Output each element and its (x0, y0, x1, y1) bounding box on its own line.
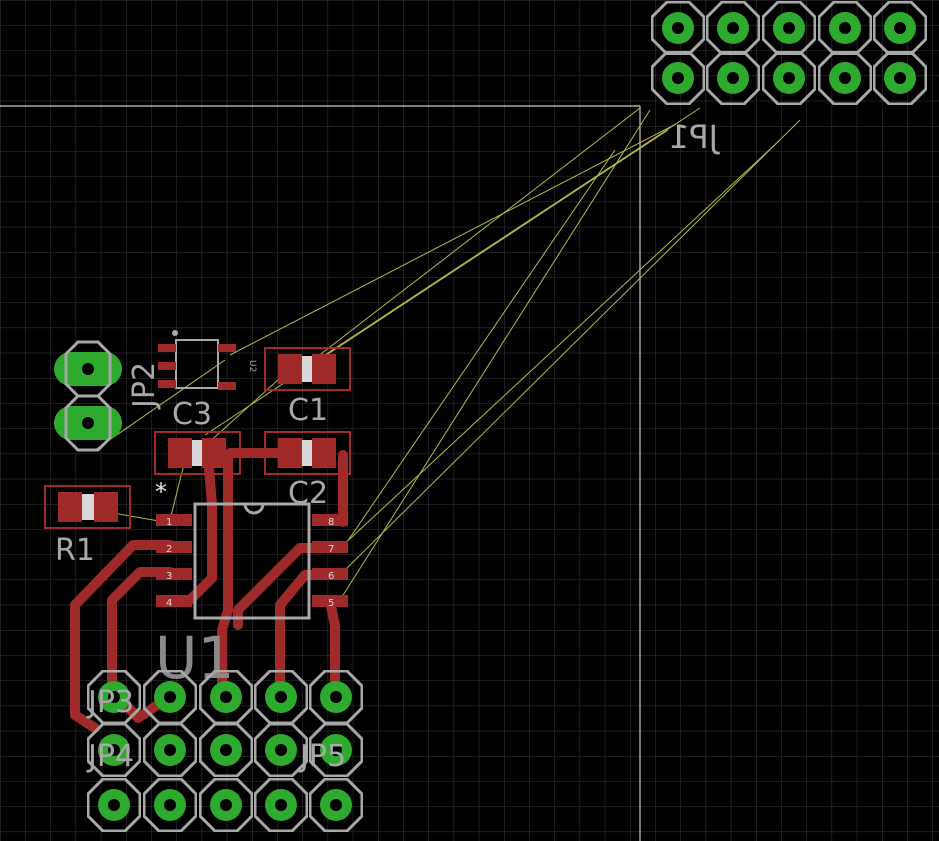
label-jp5: JP5 (298, 739, 346, 774)
label-r1: R1 (55, 533, 95, 568)
component-u2[interactable]: U2 (158, 330, 257, 390)
label-jp3: JP3 (86, 685, 134, 720)
board-outline (0, 105, 641, 841)
label-c1: C1 (288, 393, 328, 428)
pin-3: 3 (166, 571, 172, 582)
pin-4: 4 (166, 598, 172, 609)
pin-5: 5 (328, 598, 334, 609)
pin-8: 8 (328, 517, 334, 528)
component-c2[interactable]: C2 (264, 431, 351, 511)
pin-1-marker: * (155, 478, 167, 506)
pin-1: 1 (166, 517, 172, 528)
component-u1[interactable]: * 1 2 3 4 8 7 6 5 U1 (155, 478, 348, 692)
pin-6: 6 (328, 571, 334, 582)
header-bottom-block[interactable]: JP3 JP4 JP5 (86, 670, 363, 832)
component-c3[interactable]: C3 (154, 397, 241, 475)
pin-2: 2 (166, 544, 172, 555)
pin-7: 7 (328, 544, 334, 555)
header-jp1[interactable]: JP1 (651, 1, 927, 156)
label-jp1: JP1 (669, 118, 720, 156)
component-r1[interactable]: R1 (44, 485, 131, 568)
label-u2: U2 (247, 360, 257, 372)
component-c1[interactable]: C1 (264, 347, 351, 428)
label-c3: C3 (172, 397, 212, 432)
label-jp2: JP2 (127, 362, 162, 410)
label-u1: U1 (155, 624, 234, 692)
label-jp4: JP4 (86, 739, 134, 774)
header-jp2[interactable]: JP2 (54, 340, 162, 452)
